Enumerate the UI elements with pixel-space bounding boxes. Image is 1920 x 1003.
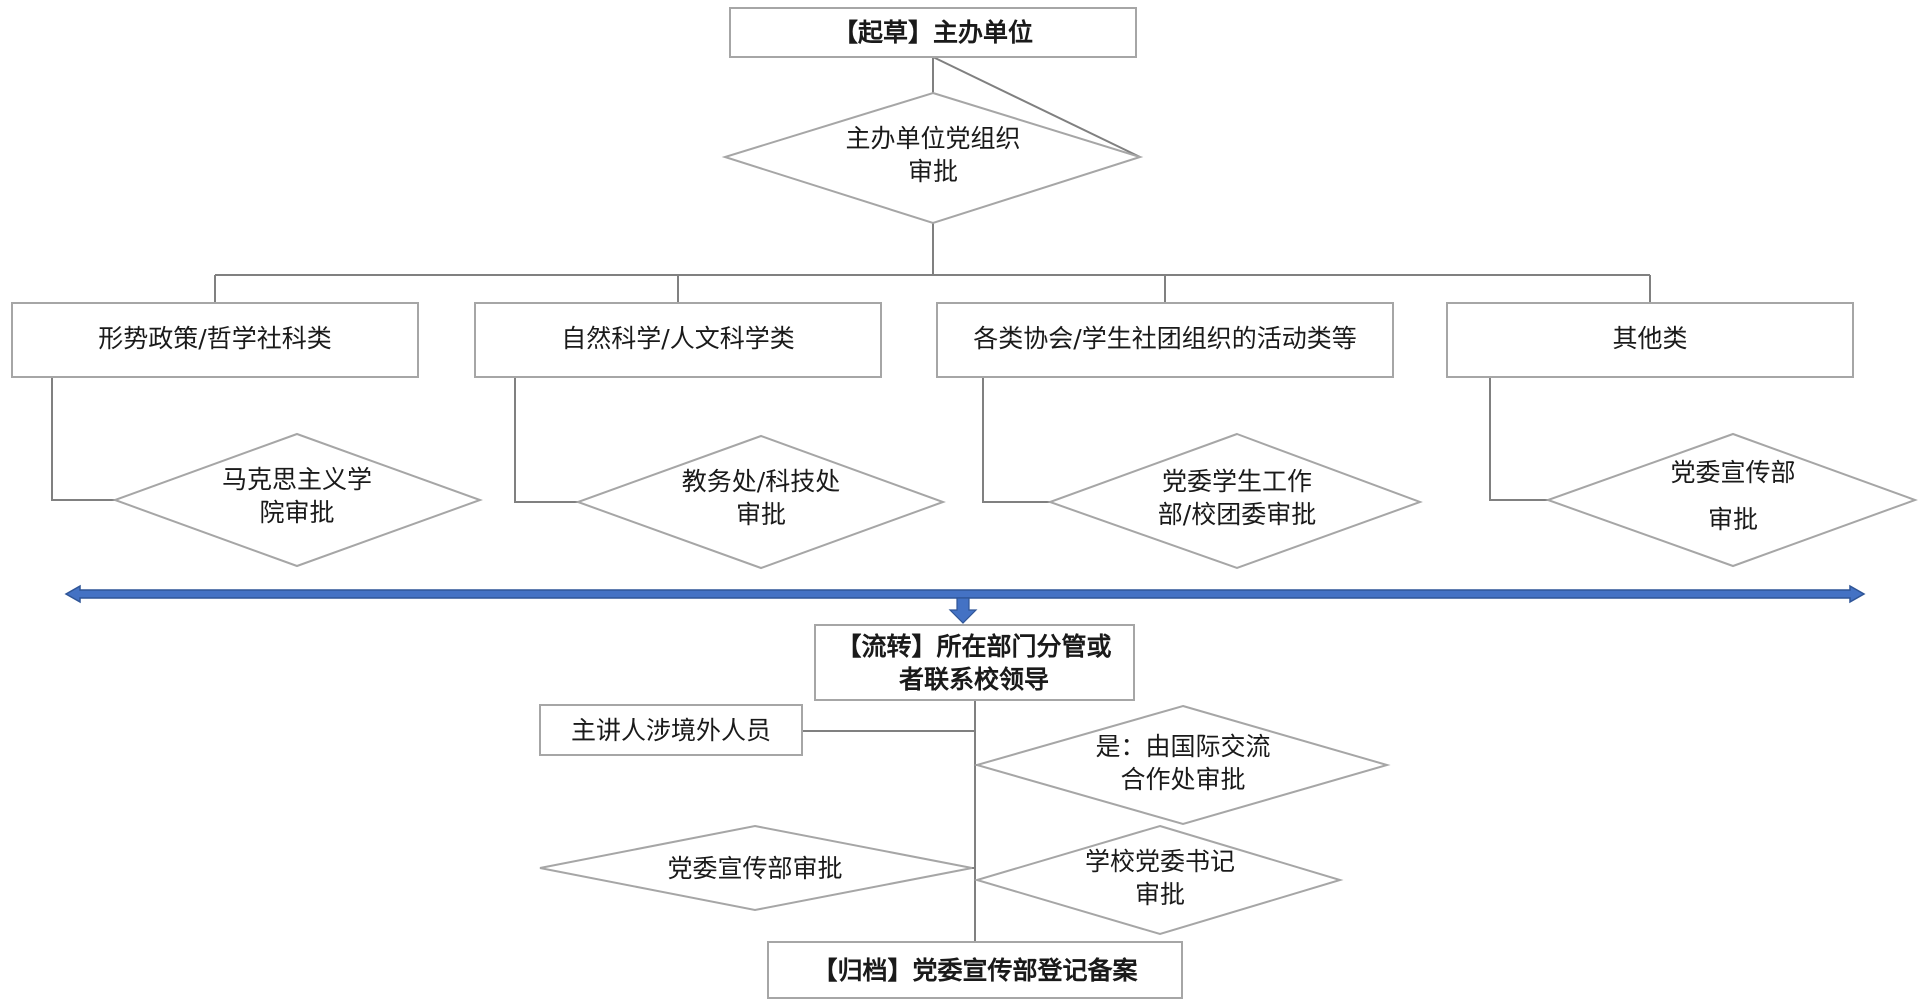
category-label-2: 自然科学/人文科学类 [561,324,794,353]
propaganda-approval-node: 党委宣传部审批 [539,824,973,912]
category-node-3: 各类协会/学生社团组织的活动类等 [936,302,1394,378]
archive-label: 【归档】党委宣传部登记备案 [812,956,1138,985]
propaganda-approval-label: 党委宣传部审批 [667,854,842,883]
draft-label: 【起草】主办单位 [833,18,1033,47]
category-node-4: 其他类 [1446,302,1854,378]
down-arrow [948,597,978,624]
party-approval-line-1: 主办单位党组织 [845,124,1020,153]
archive-node: 【归档】党委宣传部登记备案 [767,941,1183,999]
category-approval-4-line-2: 审批 [1708,505,1758,534]
secretary-approval-line-2: 审批 [1135,880,1185,909]
down-arrow-icon [948,597,978,624]
connectors [51,56,1651,942]
category-node-1: 形势政策/哲学社科类 [11,302,419,378]
category-approval-node-1: 马克思主义学 院审批 [112,432,483,568]
category-approval-2-line-1: 教务处/科技处 [682,467,840,496]
category-approval-4-line-1: 党委宣传部 [1670,458,1795,487]
double-arrow-icon [64,584,1866,604]
elbow-cat-2 [514,377,578,503]
party-approval-node: 主办单位党组织 审批 [721,91,1144,225]
elbow-cat-3 [982,377,1050,503]
party-approval-line-2: 审批 [908,157,958,186]
category-approval-node-3: 党委学生工作 部/校团委审批 [1047,432,1423,570]
circulate-node: 【流转】所在部门分管或 者联系校领导 [814,624,1135,701]
category-approval-1-line-2: 院审批 [259,498,334,527]
category-label-4: 其他类 [1612,324,1687,353]
connector-draft-slant [932,56,1141,158]
category-approval-1-line-1: 马克思主义学 [222,465,372,494]
international-approval-line-1: 是：由国际交流 [1095,732,1270,761]
secretary-approval-line-1: 学校党委书记 [1085,847,1235,876]
elbow-cat-1 [51,377,115,501]
foreign-speaker-node: 主讲人涉境外人员 [539,704,803,756]
international-approval-line-2: 合作处审批 [1120,765,1245,794]
international-approval-node: 是：由国际交流 合作处审批 [973,704,1391,826]
double-arrow [64,584,1866,604]
category-approval-node-4: 党委宣传部 审批 [1545,432,1918,568]
draft-node: 【起草】主办单位 [729,7,1137,58]
circulate-line-2: 者联系校领导 [899,665,1049,694]
category-node-2: 自然科学/人文科学类 [474,302,882,378]
category-approval-3-line-2: 部/校团委审批 [1158,500,1316,529]
circulate-line-1: 【流转】所在部门分管或 [836,632,1111,661]
category-approval-node-2: 教务处/科技处 审批 [575,434,946,570]
secretary-approval-node: 学校党委书记 审批 [973,824,1344,936]
category-label-1: 形势政策/哲学社科类 [98,324,331,353]
category-label-3: 各类协会/学生社团组织的活动类等 [973,324,1356,353]
elbow-cat-4 [1489,377,1548,501]
category-approval-2-line-2: 审批 [736,500,786,529]
category-approval-3-line-1: 党委学生工作 [1162,467,1312,496]
foreign-speaker-label: 主讲人涉境外人员 [571,716,771,745]
